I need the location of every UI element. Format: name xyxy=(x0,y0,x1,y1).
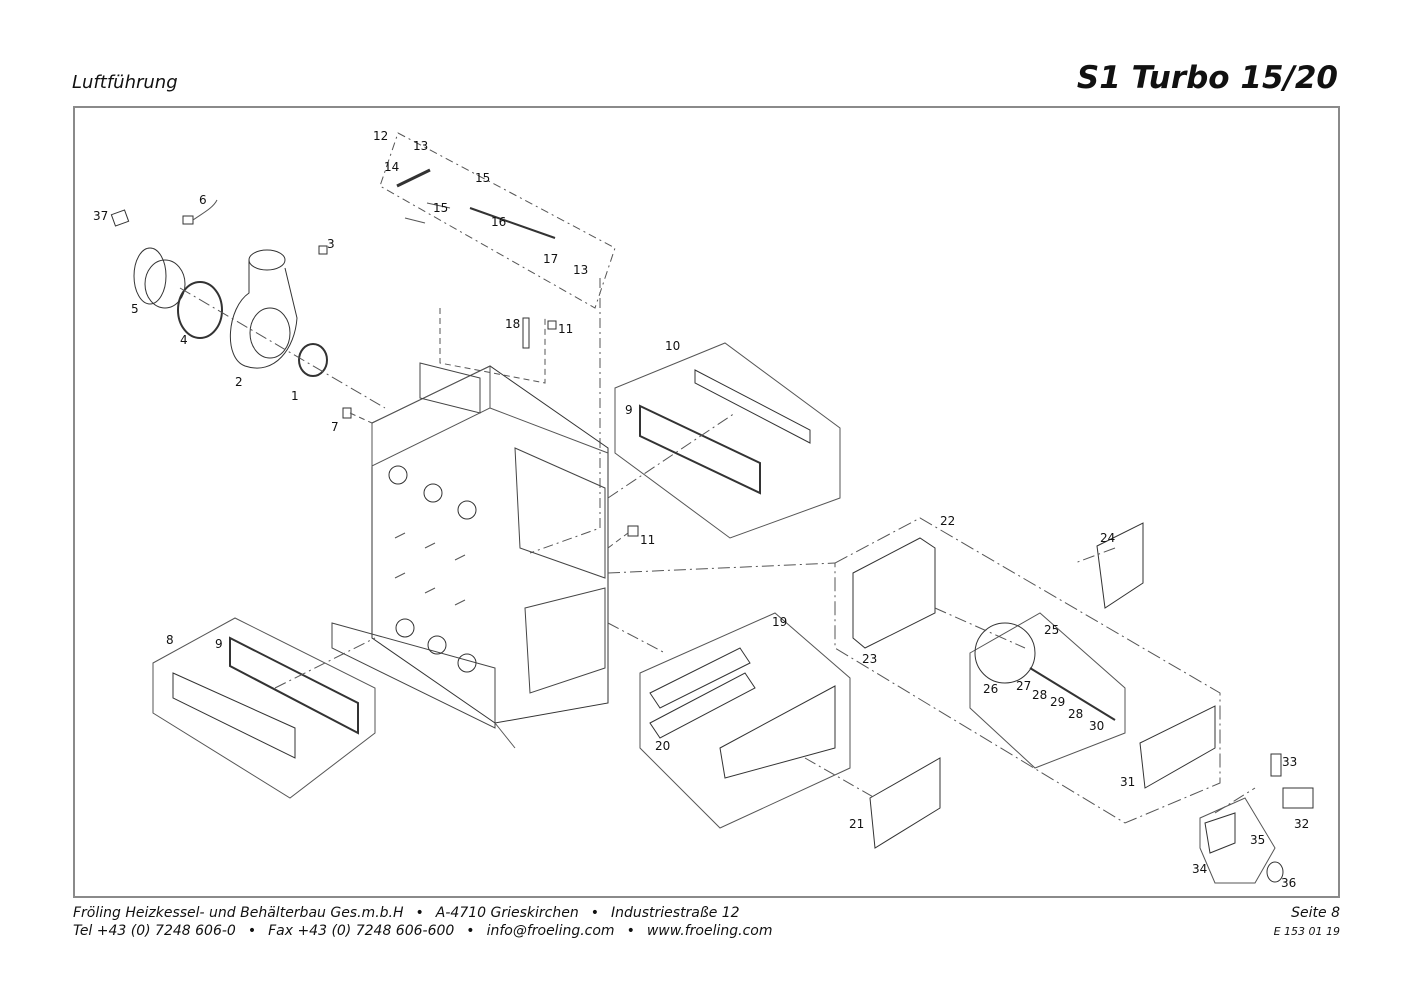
part-label: 17 xyxy=(543,252,558,266)
part-label: 13 xyxy=(573,263,588,277)
part-label: 6 xyxy=(199,193,207,207)
part-label: 11 xyxy=(640,533,655,547)
group-box-34 xyxy=(1199,797,1276,884)
part-23-shape xyxy=(852,537,936,649)
group-box-8 xyxy=(152,617,376,799)
part-label: 10 xyxy=(665,339,680,353)
page-number: Seite 8 xyxy=(1291,905,1340,921)
part-label: 9 xyxy=(215,637,223,651)
group-box-22 xyxy=(834,517,1221,824)
company-address: A-4710 Grieskirchen xyxy=(435,905,579,921)
part-label: 13 xyxy=(413,139,428,153)
part-2-outlet xyxy=(248,249,286,271)
page-footer: Fröling Heizkessel- und Behälterbau Ges.… xyxy=(73,905,1340,939)
part-label: 15 xyxy=(475,171,490,185)
part-label: 14 xyxy=(384,160,399,174)
part-11-side-shape xyxy=(627,525,639,537)
part-label: 32 xyxy=(1294,817,1309,831)
part-label: 11 xyxy=(558,322,573,336)
exploded-view-diagram: 12 13 14 15 15 16 17 13 6 37 3 5 4 2 1 1… xyxy=(93,129,1314,890)
part-label: 21 xyxy=(849,817,864,831)
part-label: 30 xyxy=(1089,719,1104,733)
part-label: 3 xyxy=(327,237,335,251)
part-label: 31 xyxy=(1120,775,1135,789)
part-label: 15 xyxy=(433,201,448,215)
part-26-shape xyxy=(974,622,1036,684)
part-4-shape xyxy=(177,281,223,339)
document-code: E 153 01 19 xyxy=(1273,925,1340,938)
part-label: 20 xyxy=(655,739,670,753)
part-label: 9 xyxy=(625,403,633,417)
part-label: 23 xyxy=(862,652,877,666)
part-label: 5 xyxy=(131,302,139,316)
part-label: 26 xyxy=(983,682,998,696)
part-label: 28 xyxy=(1032,688,1047,702)
part-label: 4 xyxy=(180,333,188,347)
part-label: 27 xyxy=(1016,679,1031,693)
website: www.froeling.com xyxy=(646,923,773,939)
part-label: 2 xyxy=(235,375,243,389)
part-7-shape xyxy=(342,407,352,419)
group-box-25 xyxy=(969,612,1126,769)
company-street: Industriestraße 12 xyxy=(610,905,740,921)
part-1-shape xyxy=(298,343,328,377)
company-name: Fröling Heizkessel- und Behälterbau Ges.… xyxy=(73,905,404,921)
fax-number: Fax +43 (0) 7248 606-600 xyxy=(268,923,455,939)
exploded-view-frame: 12 13 14 15 15 16 17 13 6 37 3 5 4 2 1 1… xyxy=(73,106,1340,898)
group-box-19 xyxy=(639,612,851,829)
part-label: 16 xyxy=(491,215,506,229)
part-label: 19 xyxy=(772,615,787,629)
part-32-shape xyxy=(1282,787,1314,809)
phone-number: Tel +43 (0) 7248 606-0 xyxy=(73,923,236,939)
part-3-shape xyxy=(318,245,328,255)
part-label: 12 xyxy=(373,129,388,143)
part-label: 35 xyxy=(1250,833,1265,847)
email-address: info@froeling.com xyxy=(486,923,615,939)
part-30-shape xyxy=(1029,667,1116,721)
part-label: 18 xyxy=(505,317,520,331)
part-label: 25 xyxy=(1044,623,1059,637)
part-33-shape xyxy=(1270,753,1282,777)
part-label: 33 xyxy=(1282,755,1297,769)
group-box-10 xyxy=(614,342,841,539)
group-box-12 xyxy=(379,132,616,309)
part-label: 29 xyxy=(1050,695,1065,709)
part-label: 24 xyxy=(1100,531,1115,545)
part-label: 36 xyxy=(1281,876,1296,890)
part-label: 37 xyxy=(93,209,108,223)
part-11-top-shape xyxy=(547,320,557,330)
part-label: 34 xyxy=(1192,862,1207,876)
part-5-shape xyxy=(133,247,167,305)
model-title: S1 Turbo 15/20 xyxy=(1076,60,1338,96)
part-label: 7 xyxy=(331,420,339,434)
part-21-shape xyxy=(869,757,941,849)
part-24-shape xyxy=(1096,522,1144,609)
boiler-body xyxy=(371,365,609,724)
part-31-shape xyxy=(1139,705,1216,789)
part-label: 22 xyxy=(940,514,955,528)
part-label: 1 xyxy=(291,389,299,403)
part-2-shape xyxy=(229,260,298,369)
part-label: 28 xyxy=(1068,707,1083,721)
section-title: Luftführung xyxy=(72,72,178,93)
part-18-shape xyxy=(522,317,530,349)
part-37-shape xyxy=(110,209,130,227)
part-36-shape xyxy=(1266,861,1284,883)
part-label: 8 xyxy=(166,633,174,647)
